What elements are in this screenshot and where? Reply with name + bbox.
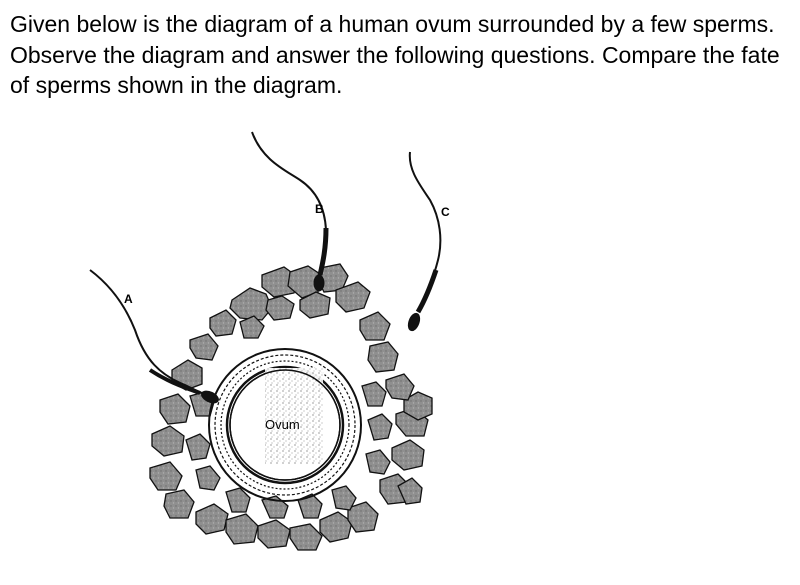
sperm-c-label: C (441, 205, 450, 219)
sperm-a-label: A (124, 292, 133, 306)
sperm-b (251, 131, 329, 292)
sperm-b-label: B (315, 202, 324, 216)
question-text: Given below is the diagram of a human ov… (10, 11, 780, 98)
sperm-a (89, 269, 219, 404)
sperm-c (407, 151, 442, 332)
zona-pellucida (208, 348, 362, 502)
ovum-label: Ovum (265, 417, 300, 432)
ovum-nucleus-stipple (265, 368, 323, 464)
corona-radiata-cells (149, 263, 433, 551)
